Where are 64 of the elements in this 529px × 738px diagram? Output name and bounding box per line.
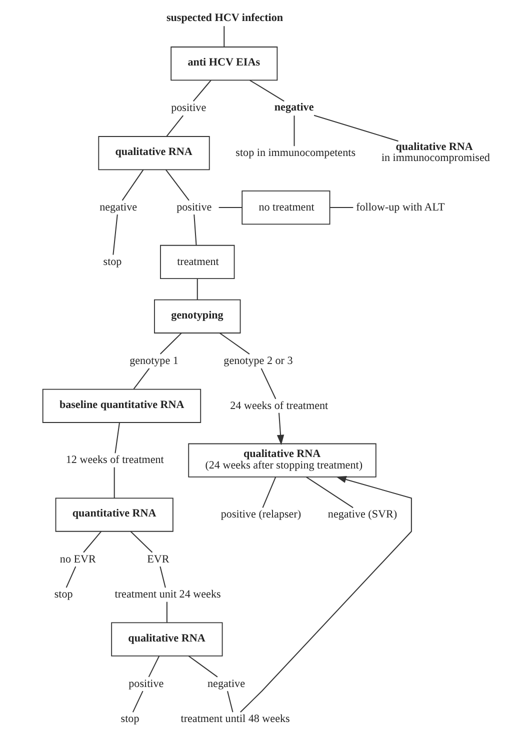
connector — [192, 80, 212, 102]
node-text: stop — [120, 712, 140, 725]
connector — [330, 207, 354, 208]
node-box: qualitative RNA — [98, 136, 210, 170]
node-text: stop — [54, 588, 73, 600]
connector — [130, 531, 153, 553]
node-box: quantitative RNA — [55, 498, 174, 532]
connector — [194, 214, 197, 246]
connector — [148, 656, 160, 678]
connector — [114, 467, 115, 498]
connector — [112, 214, 118, 255]
node-text: follow-up with ALT — [356, 201, 445, 214]
connector — [122, 170, 144, 201]
node-text: positive — [176, 201, 212, 214]
node-text: negative — [274, 101, 314, 114]
node-text: 24 weeks of treatment — [230, 400, 328, 412]
connector — [219, 332, 250, 354]
node-box: no treatment — [242, 190, 330, 225]
node-text: 12 weeks of treatment — [66, 454, 164, 466]
connector — [227, 690, 234, 712]
node-text: negative — [100, 201, 138, 214]
node-text: negative (SVR) — [328, 508, 398, 521]
node-box: qualitative RNA (24 weeks after stopping treatment) — [188, 443, 376, 478]
connector — [306, 476, 354, 508]
connector — [166, 170, 190, 201]
node-text: qualitative RNA in immunocompromised — [381, 140, 490, 164]
connector — [66, 566, 76, 588]
connector — [132, 690, 144, 712]
node-text: positive (relapser) — [220, 508, 302, 521]
connector — [262, 476, 276, 508]
connector — [83, 531, 102, 553]
node-box: qualitative RNA — [111, 622, 223, 656]
node-text: EVR — [147, 553, 170, 566]
arrow — [276, 412, 284, 446]
connector — [166, 115, 184, 136]
node-text: treatment until 48 weeks — [180, 712, 290, 725]
node-box: baseline quantitative RNA — [42, 388, 202, 423]
connector — [294, 116, 295, 146]
connector — [133, 368, 150, 390]
node-text: stop in immunocompetents — [236, 146, 356, 159]
connector — [250, 80, 284, 102]
node-text: positive — [171, 102, 206, 114]
connector — [218, 207, 242, 208]
connector — [314, 114, 398, 142]
connector — [166, 602, 168, 622]
node-box: treatment — [160, 244, 235, 280]
connector — [188, 656, 218, 678]
connector — [196, 278, 198, 300]
connector — [160, 566, 166, 588]
node-text: genotype 2 or 3 — [224, 355, 293, 368]
node-text: stop — [103, 256, 122, 268]
node-text: genotype 1 — [130, 355, 178, 368]
node-text: no EVR — [60, 553, 96, 566]
arrow — [240, 476, 412, 713]
node-text: suspected HCV infection — [166, 12, 284, 24]
connector — [160, 332, 182, 354]
connector — [260, 368, 276, 400]
node-box: genotyping — [154, 299, 241, 334]
node-box: anti HCV EIAs — [170, 46, 278, 81]
node-text: negative — [208, 678, 246, 690]
connector — [114, 422, 120, 454]
node-text: positive — [128, 678, 164, 690]
connector — [224, 26, 225, 47]
node-text: treatment unit 24 weeks — [114, 588, 221, 600]
